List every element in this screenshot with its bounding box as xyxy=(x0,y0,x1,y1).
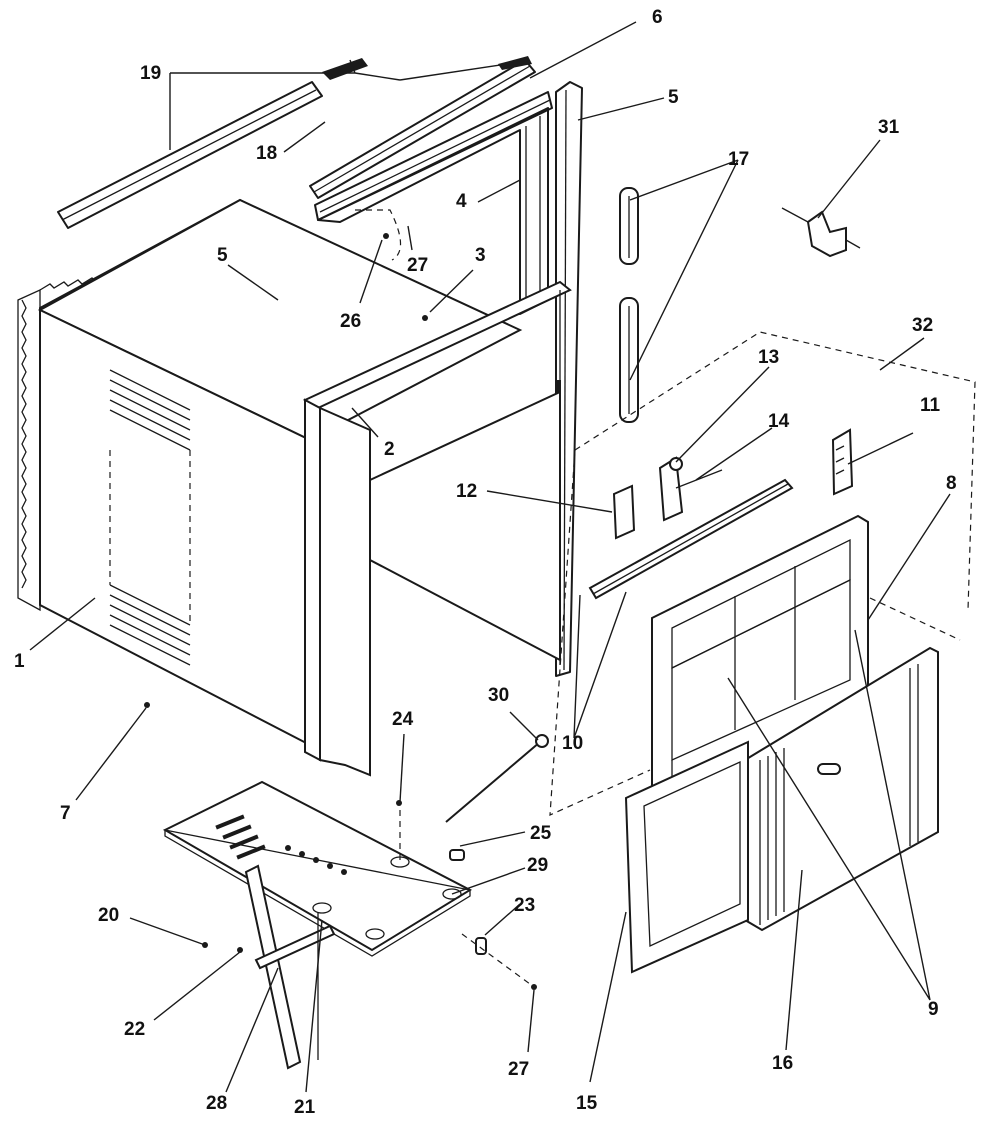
callout-14: 14 xyxy=(768,411,790,432)
callout-32: 32 xyxy=(912,315,934,336)
side-panel xyxy=(624,740,749,974)
clip xyxy=(831,428,854,496)
top-frame xyxy=(314,91,553,221)
mounting-bracket xyxy=(781,207,861,258)
callout-9: 9 xyxy=(928,999,939,1020)
callout-28: 28 xyxy=(206,1093,228,1114)
callout-19: 19 xyxy=(140,63,162,84)
callout-13: 13 xyxy=(758,347,780,368)
callout-24: 24 xyxy=(392,709,414,730)
callout-15: 15 xyxy=(576,1093,598,1114)
callout-6: 6 xyxy=(652,7,663,28)
callout-4: 4 xyxy=(456,191,467,212)
callout-26: 26 xyxy=(340,311,362,332)
support-leg xyxy=(244,864,336,1070)
guide-rail xyxy=(588,478,794,600)
rubber-seal-strips xyxy=(619,187,639,423)
hinge-assembly xyxy=(658,456,723,522)
long-bolt xyxy=(445,734,549,823)
callout-7: 7 xyxy=(60,803,71,824)
callout-22: 22 xyxy=(124,1019,146,1040)
callout-12: 12 xyxy=(456,481,478,502)
callout-27b: 27 xyxy=(508,1059,530,1080)
callout-20: 20 xyxy=(98,905,120,926)
callout-18: 18 xyxy=(256,143,278,164)
callout-29: 29 xyxy=(527,855,549,876)
callout-16: 16 xyxy=(772,1053,794,1074)
callout-10: 10 xyxy=(562,733,584,754)
callout-17: 17 xyxy=(728,149,750,170)
callout-30: 30 xyxy=(488,685,510,706)
front-frame xyxy=(302,280,572,777)
callout-2: 2 xyxy=(384,439,395,460)
callout-8: 8 xyxy=(946,473,957,494)
leader-lines xyxy=(29,21,951,1093)
callout-27a: 27 xyxy=(407,255,429,276)
callout-1: 1 xyxy=(14,651,25,672)
callout-5b: 5 xyxy=(668,87,679,108)
callout-23: 23 xyxy=(514,895,536,916)
callout-21: 21 xyxy=(294,1097,316,1118)
assembly-boundary xyxy=(355,209,976,988)
callout-31: 31 xyxy=(878,117,900,138)
callout-3: 3 xyxy=(475,245,486,266)
callout-25: 25 xyxy=(530,823,552,844)
mounting-plate xyxy=(612,484,636,540)
callout-5a: 5 xyxy=(217,245,228,266)
mounting-tray xyxy=(162,780,473,957)
callout-11: 11 xyxy=(920,395,941,416)
